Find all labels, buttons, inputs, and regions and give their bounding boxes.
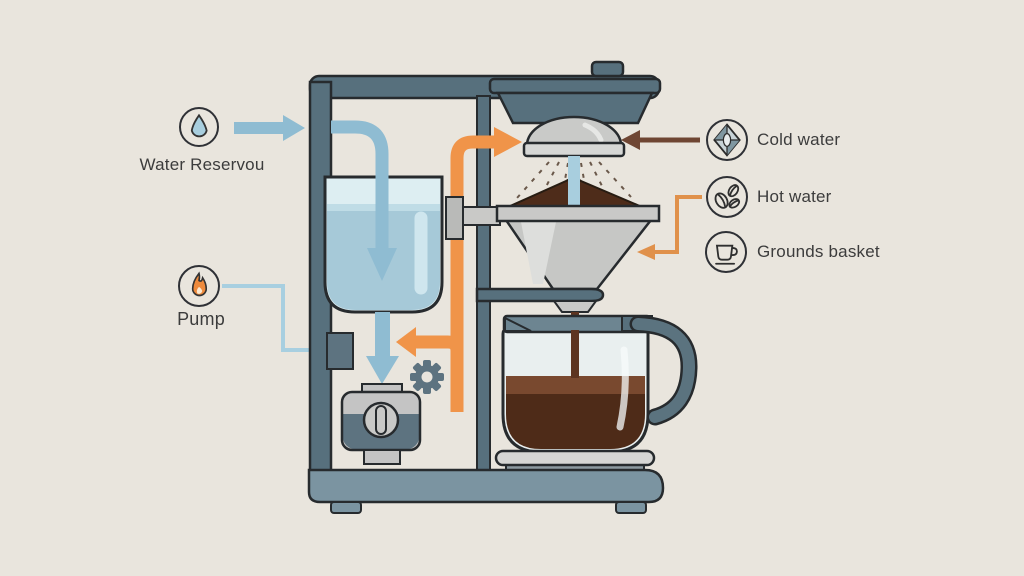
sensor-block <box>326 332 354 370</box>
water-inlet-arrow <box>234 115 305 141</box>
water-stream <box>568 156 580 208</box>
machine-base <box>307 468 665 514</box>
cold-water-arrow <box>621 130 700 150</box>
carafe <box>501 314 698 454</box>
filter-cone <box>495 204 661 291</box>
pump-connector-line <box>222 284 329 352</box>
water-to-pump-arrow <box>366 312 399 384</box>
gear-icon <box>410 360 444 394</box>
cone-outlet <box>552 300 598 313</box>
cold-water-diamond-icon <box>706 119 748 161</box>
cold-water-label: Cold water <box>757 130 841 149</box>
water-drop-icon <box>179 107 219 147</box>
top-basin <box>488 60 662 125</box>
coffee-cup-icon <box>705 231 747 273</box>
grounds-basket-label: Grounds basket <box>757 242 880 261</box>
water-reservoir-label: Water Reservou <box>139 155 265 174</box>
pump-label: Pump <box>177 309 225 329</box>
cone-shelf <box>475 287 605 303</box>
pump-unit <box>340 383 422 465</box>
cone-bracket <box>445 196 501 240</box>
flame-icon <box>178 265 220 307</box>
hot-water-pointer <box>637 195 702 260</box>
cold-water-pipe <box>331 120 397 281</box>
hot-water-pipe <box>396 127 522 412</box>
hot-water-label: Hot water <box>757 187 832 206</box>
coffee-beans-icon <box>706 176 748 218</box>
warming-plate <box>494 449 656 474</box>
shower-head <box>522 115 626 158</box>
